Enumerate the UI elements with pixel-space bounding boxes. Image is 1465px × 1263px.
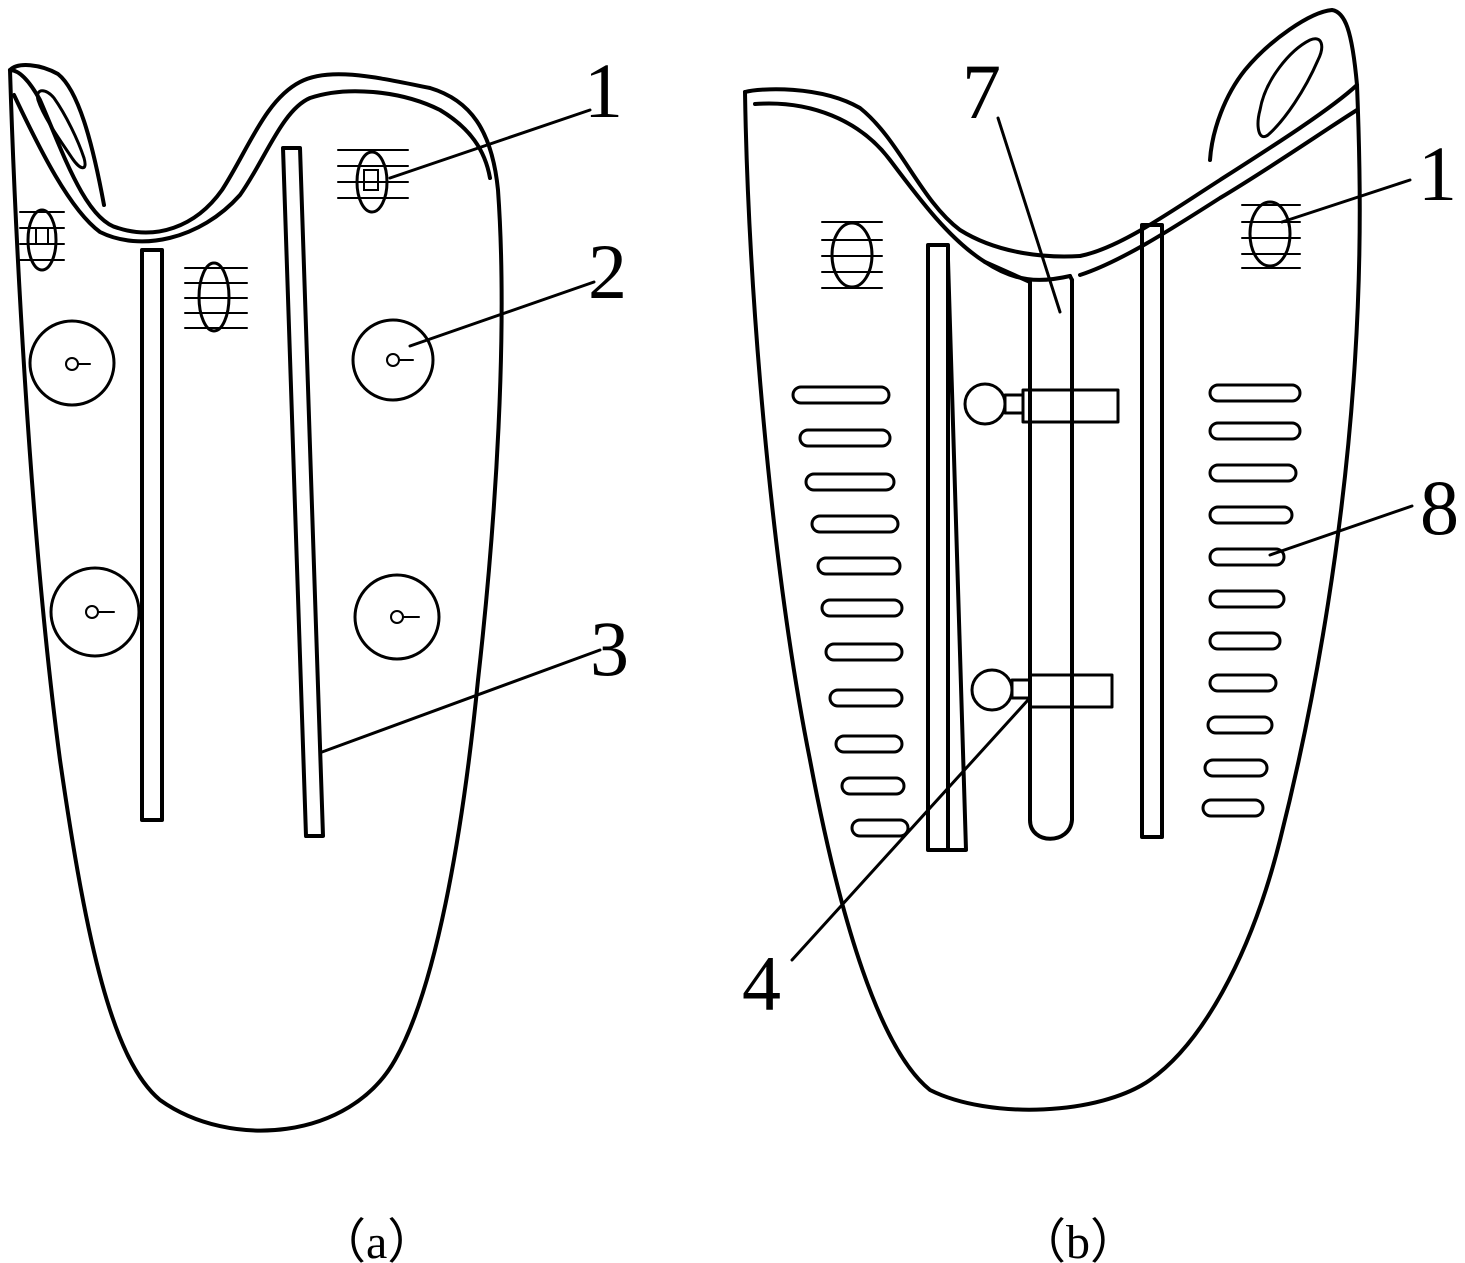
panel-b-clip-upper [963,382,1120,426]
panel-b-leader-7 [996,116,1062,314]
panel-b-slot-column-left [791,385,910,838]
panel-b-leader-1 [1280,178,1412,224]
panel-b-leader-8 [1268,504,1414,557]
panel-a-button-upper-left [28,319,116,407]
panel-b-slot-left [926,243,950,852]
panel-b-vent-right [1241,200,1301,269]
panel-b-rim-right-inner [1078,108,1359,277]
panel-b-label-4: 4 [742,940,781,1027]
panel-b-ear-slot [1256,37,1324,139]
panel-a-vent-top-right [337,149,409,214]
panel-b-slot-right [1140,223,1164,839]
panel-a-button-lower-left [49,566,141,658]
panel-b-rim-right [1078,83,1359,258]
panel-a-vent-center [184,261,248,333]
panel-b-label-7: 7 [962,48,1001,135]
panel-a-ear-slot [36,89,87,170]
panel-a-ear-flap [8,63,106,207]
panel-a-vent-top-left [19,208,65,272]
panel-a-inner-rim [12,89,492,244]
panel-b-label-1: 1 [1418,130,1457,217]
panel-a-leader-3 [320,648,602,754]
panel-a-leader-1 [388,108,592,180]
panel-b-leader-4 [790,698,1030,962]
panel-a-label-1: 1 [584,47,623,134]
panel-b-center-channel-top [983,260,1074,284]
panel-b: 7 1 8 4 （b） [742,8,1459,1263]
panel-a-slot-left [140,248,164,822]
panel-a-slot-right [281,146,325,838]
panel-a: 1 2 3 （a） [8,47,629,1263]
panel-b-slot-column-right [1201,383,1302,818]
panel-b-clip-lower [970,668,1114,712]
panel-b-caption: （b） [1018,1216,1138,1263]
panel-b-label-8: 8 [1420,464,1459,551]
panel-b-slot-left-edge [944,258,968,852]
panel-a-button-lower-right [353,573,441,661]
panel-a-label-2: 2 [588,228,627,315]
panel-a-leader-2 [408,280,596,348]
panel-a-caption: （a） [318,1216,435,1263]
panel-a-button-upper-right [351,318,435,402]
panel-b-vent-left [821,221,883,289]
panel-a-shell-outline [8,68,504,1133]
panel-a-label-3: 3 [590,605,629,692]
panel-b-center-channel [1028,278,1074,841]
panel-b-shell-outline [743,8,1362,1112]
panel-b-rim-left [743,87,1082,259]
